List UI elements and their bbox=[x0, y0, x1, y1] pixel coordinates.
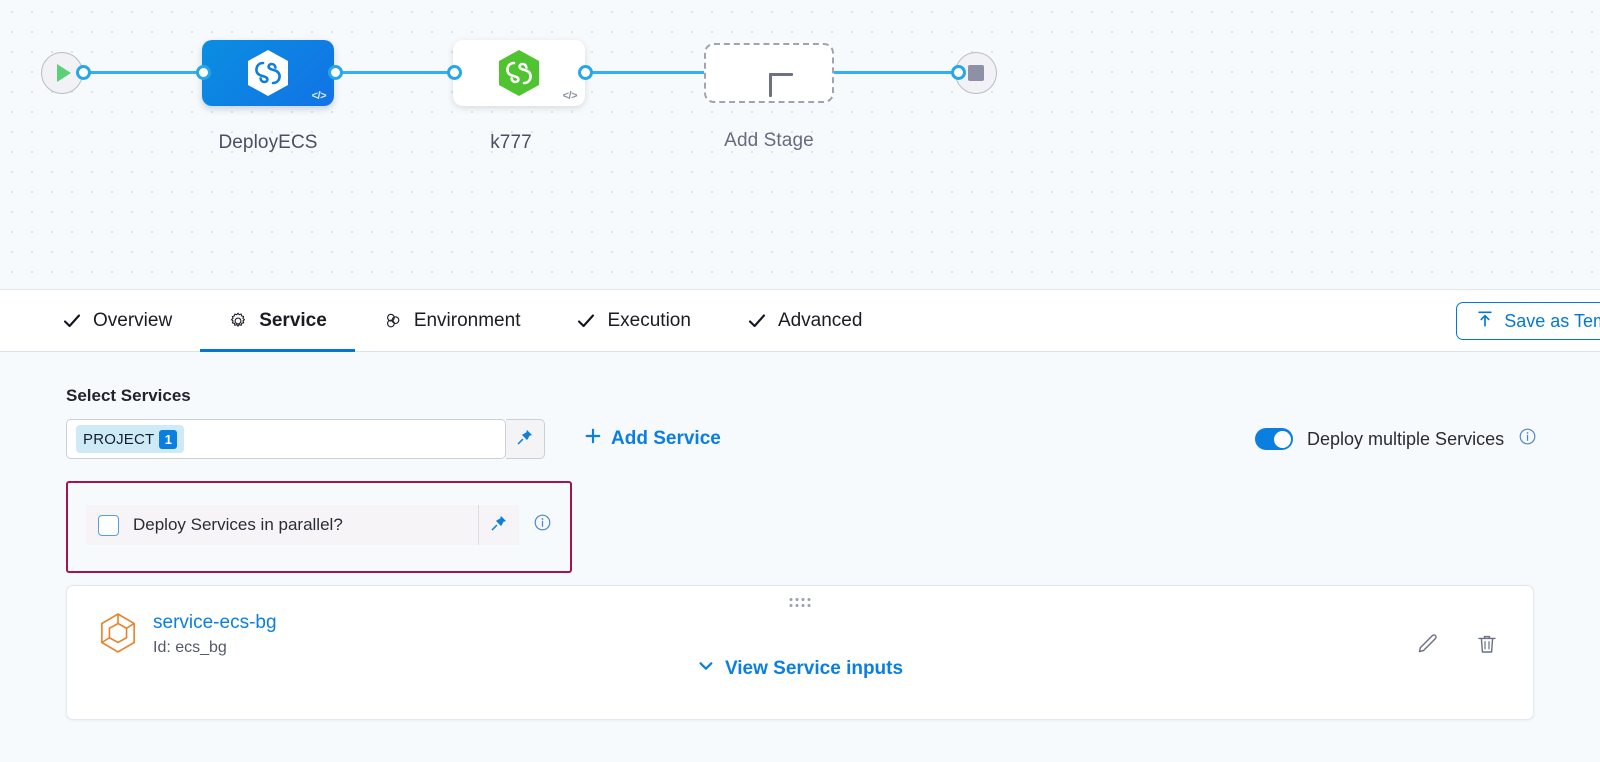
stage1-code-badge: </> bbox=[311, 90, 327, 102]
tab-execution[interactable]: Execution bbox=[548, 290, 718, 351]
drag-dots-icon[interactable] bbox=[789, 598, 811, 607]
stop-icon bbox=[968, 65, 984, 81]
save-as-template-button[interactable]: Save as Template bbox=[1456, 302, 1600, 340]
port-stage2-in[interactable] bbox=[447, 65, 462, 80]
stage-label-deployecs: DeployECS bbox=[218, 132, 318, 153]
environment-icon bbox=[383, 311, 403, 331]
deploy-parallel-highlight-box: Deploy Services in parallel? bbox=[66, 481, 572, 573]
tab-overview[interactable]: Overview bbox=[34, 290, 200, 351]
stage2-code-badge: </> bbox=[562, 90, 578, 102]
pin-icon bbox=[516, 428, 534, 451]
service-card: service-ecs-bg Id: ecs_bg View Service i… bbox=[66, 585, 1534, 720]
view-service-inputs-button[interactable]: View Service inputs bbox=[697, 657, 903, 681]
check-icon bbox=[62, 311, 82, 331]
add-service-label: Add Service bbox=[611, 428, 721, 449]
deploy-parallel-field[interactable]: Deploy Services in parallel? bbox=[86, 505, 479, 545]
tab-advanced[interactable]: Advanced bbox=[719, 290, 891, 351]
select-services-title: Select Services bbox=[66, 386, 191, 405]
port-end-in[interactable] bbox=[951, 65, 966, 80]
service-name-link[interactable]: service-ecs-bg bbox=[153, 612, 277, 633]
harness-hexagon-icon bbox=[499, 50, 539, 96]
pin-icon bbox=[490, 514, 508, 537]
services-multiselect-input[interactable]: PROJECT 1 bbox=[66, 419, 506, 459]
port-stage1-in[interactable] bbox=[196, 65, 211, 80]
chip-count-badge: 1 bbox=[159, 429, 178, 449]
play-icon bbox=[57, 64, 71, 82]
tab-service-label: Service bbox=[259, 309, 327, 331]
pipeline-end-node[interactable] bbox=[955, 52, 997, 94]
port-stage1-out[interactable] bbox=[328, 65, 343, 80]
stage-node-k777[interactable]: </> bbox=[453, 40, 585, 106]
selected-service-chip[interactable]: PROJECT 1 bbox=[76, 425, 185, 453]
stage-tabbar: Overview Service Environment Execution bbox=[0, 290, 1600, 352]
add-service-button[interactable]: Add Service bbox=[584, 427, 721, 451]
stage-label-k777: k777 bbox=[490, 132, 532, 153]
pipeline-canvas[interactable]: </> DeployECS </> k777 Add Stage bbox=[0, 0, 1600, 290]
stage-node-deployecs[interactable]: </> bbox=[202, 40, 334, 106]
deploy-multiple-services-label: Deploy multiple Services bbox=[1307, 428, 1505, 449]
gear-icon bbox=[228, 311, 248, 331]
harness-hexagon-icon bbox=[248, 50, 288, 96]
plus-icon bbox=[584, 427, 602, 451]
deploy-multiple-services-group: Deploy multiple Services bbox=[1255, 427, 1537, 451]
service-cube-icon bbox=[99, 612, 137, 659]
wire-addstage-to-end bbox=[832, 71, 958, 74]
wire-stage1-to-stage2 bbox=[334, 71, 458, 74]
save-as-template-label: Save as Template bbox=[1504, 310, 1600, 331]
chevron-down-icon bbox=[697, 657, 715, 681]
add-stage-label: Add Stage bbox=[724, 130, 814, 151]
tab-environment-label: Environment bbox=[413, 309, 521, 331]
services-pin-button[interactable] bbox=[506, 419, 545, 459]
service-card-actions bbox=[1415, 632, 1499, 661]
info-icon[interactable] bbox=[1518, 427, 1537, 451]
deploy-parallel-info-button[interactable] bbox=[519, 505, 552, 545]
wire-stage2-to-addstage bbox=[584, 71, 708, 74]
view-service-inputs-label: View Service inputs bbox=[724, 658, 904, 679]
port-start-out[interactable] bbox=[76, 65, 91, 80]
pencil-icon[interactable] bbox=[1415, 632, 1439, 661]
check-icon bbox=[747, 311, 767, 331]
service-card-header: service-ecs-bg Id: ecs_bg bbox=[99, 612, 1533, 659]
deploy-parallel-label: Deploy Services in parallel? bbox=[133, 515, 343, 534]
check-icon bbox=[576, 311, 596, 331]
tab-overview-label: Overview bbox=[93, 309, 173, 331]
add-stage-button[interactable] bbox=[704, 43, 834, 103]
save-template-icon bbox=[1475, 309, 1495, 334]
chip-label: PROJECT bbox=[83, 430, 155, 448]
deploy-parallel-pin-button[interactable] bbox=[479, 505, 519, 545]
deploy-parallel-checkbox[interactable] bbox=[98, 514, 119, 536]
tab-execution-label: Execution bbox=[607, 309, 691, 331]
tab-service[interactable]: Service bbox=[200, 290, 355, 352]
info-icon bbox=[533, 513, 552, 537]
trash-icon[interactable] bbox=[1475, 632, 1499, 661]
service-id-text: Id: ecs_bg bbox=[153, 638, 227, 656]
wire-start-to-stage1 bbox=[84, 71, 206, 74]
deploy-parallel-row: Deploy Services in parallel? bbox=[86, 505, 552, 545]
deploy-multiple-services-toggle[interactable] bbox=[1255, 428, 1293, 450]
select-services-row: PROJECT 1 Add Service bbox=[66, 419, 1600, 459]
tab-environment[interactable]: Environment bbox=[355, 290, 549, 351]
toggle-knob bbox=[1273, 430, 1291, 448]
tab-advanced-label: Advanced bbox=[777, 309, 863, 331]
port-stage2-out[interactable] bbox=[578, 65, 593, 80]
service-panel: Select Services PROJECT 1 Add Servi bbox=[0, 352, 1600, 762]
